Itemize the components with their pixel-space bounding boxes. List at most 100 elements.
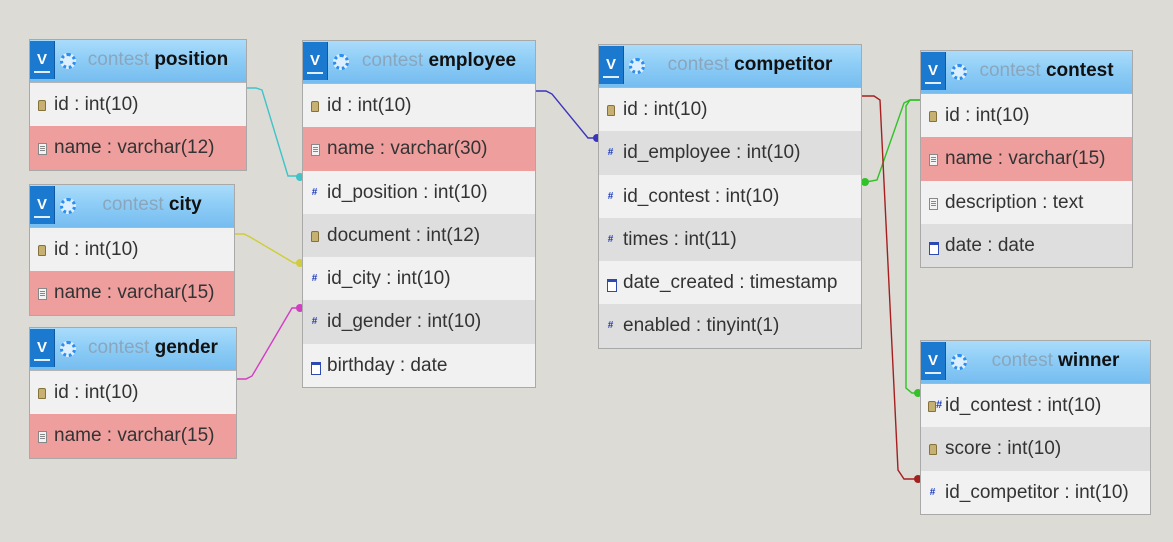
column-row[interactable]: id : int(10) bbox=[30, 371, 236, 414]
gear-icon[interactable] bbox=[60, 341, 76, 357]
column-label: date : date bbox=[945, 234, 1035, 256]
table-title: contest contest bbox=[921, 51, 1132, 93]
column-label: name : varchar(15) bbox=[945, 148, 1106, 170]
column-label: id : int(10) bbox=[54, 382, 139, 403]
date-icon bbox=[929, 241, 939, 255]
column-row[interactable]: id_employee : int(10) bbox=[599, 131, 861, 175]
column-row[interactable]: description : text bbox=[921, 181, 1132, 224]
column-label: document : int(12) bbox=[327, 224, 481, 246]
key-icon bbox=[311, 101, 319, 112]
gear-icon[interactable] bbox=[951, 354, 967, 370]
column-row[interactable]: id : int(10) bbox=[30, 228, 234, 271]
hash-icon bbox=[310, 186, 319, 199]
table-name: gender bbox=[154, 337, 218, 358]
column-row[interactable]: date_created : timestamp bbox=[599, 261, 861, 304]
column-row[interactable]: id : int(10) bbox=[303, 84, 535, 127]
column-label: score : int(10) bbox=[945, 438, 1062, 460]
text-icon bbox=[38, 431, 47, 444]
gear-icon[interactable] bbox=[60, 53, 76, 69]
table-title: contest employee bbox=[303, 41, 535, 83]
table-title: contest winner bbox=[921, 341, 1150, 383]
column-row[interactable]: document : int(12) bbox=[303, 213, 535, 258]
toggle-columns-button[interactable]: V bbox=[921, 52, 946, 90]
toggle-columns-button[interactable]: V bbox=[599, 46, 624, 84]
key-icon bbox=[38, 100, 46, 111]
relation-line-employee[interactable] bbox=[536, 90, 598, 139]
column-row[interactable]: times : int(11) bbox=[599, 217, 861, 262]
database-name: contest bbox=[667, 54, 729, 75]
column-label: id_contest : int(10) bbox=[623, 185, 780, 207]
column-row[interactable]: id : int(10) bbox=[599, 88, 861, 131]
column-row[interactable]: score : int(10) bbox=[921, 427, 1150, 471]
hash-icon bbox=[310, 315, 319, 328]
column-row[interactable]: birthday : date bbox=[303, 344, 535, 387]
column-row[interactable]: name : varchar(15) bbox=[30, 414, 236, 458]
key-icon bbox=[38, 245, 46, 256]
column-row[interactable]: id : int(10) bbox=[921, 94, 1132, 137]
column-row[interactable]: id_contest : int(10) bbox=[599, 175, 861, 218]
column-row[interactable]: name : varchar(12) bbox=[30, 126, 246, 170]
column-row[interactable]: date : date bbox=[921, 223, 1132, 268]
hash-icon bbox=[606, 146, 615, 159]
gear-icon[interactable] bbox=[60, 198, 76, 214]
database-name: contest bbox=[361, 50, 424, 71]
relation-line-contest-competitor[interactable] bbox=[865, 99, 920, 183]
column-row[interactable]: name : varchar(15) bbox=[921, 137, 1132, 181]
table-title: contest gender bbox=[30, 328, 236, 370]
column-label: id : int(10) bbox=[327, 95, 412, 116]
toggle-columns-button[interactable]: V bbox=[30, 329, 55, 367]
hash-icon bbox=[606, 190, 615, 203]
relation-line-competitor-winner[interactable] bbox=[862, 95, 918, 480]
column-row[interactable]: id_city : int(10) bbox=[303, 257, 535, 300]
text-icon bbox=[311, 144, 320, 157]
column-label: id : int(10) bbox=[945, 105, 1030, 126]
column-row[interactable]: #id_contest : int(10) bbox=[921, 384, 1150, 427]
relation-line-city[interactable] bbox=[234, 233, 300, 264]
column-label: id_competitor : int(10) bbox=[945, 481, 1129, 503]
column-row[interactable]: id : int(10) bbox=[30, 83, 246, 126]
column-row[interactable]: id_competitor : int(10) bbox=[921, 471, 1150, 514]
toggle-columns-button[interactable]: V bbox=[30, 41, 55, 79]
date-icon bbox=[311, 361, 321, 375]
column-label: id_employee : int(10) bbox=[623, 142, 801, 164]
database-name: contest bbox=[87, 49, 150, 70]
gear-icon[interactable] bbox=[333, 54, 349, 70]
database-name: contest bbox=[88, 337, 150, 358]
column-label: name : varchar(15) bbox=[54, 425, 215, 447]
toggle-columns-button[interactable]: V bbox=[30, 186, 55, 224]
relation-line-gender[interactable] bbox=[236, 307, 300, 380]
relation-line-contest-winner[interactable] bbox=[905, 99, 920, 394]
column-label: id_contest : int(10) bbox=[945, 395, 1102, 416]
toggle-columns-button[interactable]: V bbox=[921, 342, 946, 380]
column-row[interactable]: name : varchar(30) bbox=[303, 127, 535, 171]
column-label: name : varchar(30) bbox=[327, 138, 488, 160]
gear-icon[interactable] bbox=[629, 58, 645, 74]
column-row[interactable]: name : varchar(15) bbox=[30, 271, 234, 315]
relation-endpoint-contest-competitor bbox=[861, 178, 869, 186]
column-row[interactable]: id_gender : int(10) bbox=[303, 300, 535, 344]
column-label: description : text bbox=[945, 191, 1084, 213]
gear-icon[interactable] bbox=[951, 64, 967, 80]
column-row[interactable]: enabled : tinyint(1) bbox=[599, 304, 861, 348]
database-name: contest bbox=[102, 194, 164, 215]
hash-icon bbox=[928, 486, 937, 499]
toggle-columns-button[interactable]: V bbox=[303, 42, 328, 80]
relation-line-position[interactable] bbox=[246, 87, 300, 177]
key-icon bbox=[607, 105, 615, 116]
hash-icon bbox=[310, 272, 319, 285]
column-row[interactable]: id_position : int(10) bbox=[303, 171, 535, 214]
